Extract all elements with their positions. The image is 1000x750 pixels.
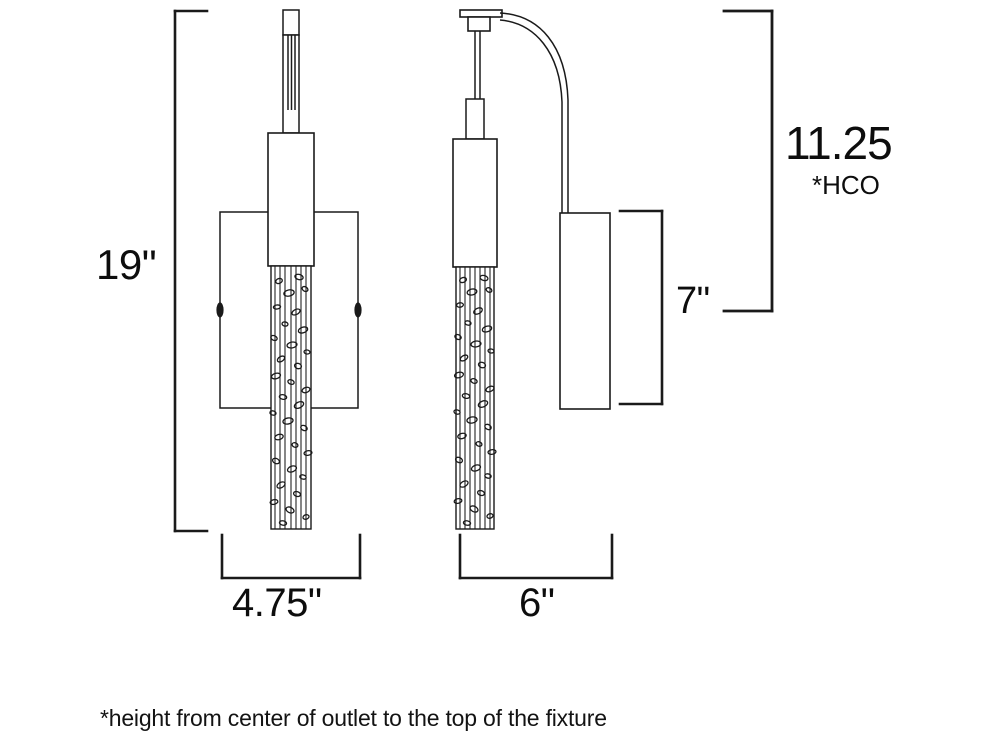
side-glass-bubbles [453, 274, 497, 526]
dimension-label-extension: 7" [676, 280, 710, 322]
side-mounting-plate [459, 9, 503, 32]
side-upper-stem [465, 98, 485, 140]
dimension-label-hco-note: *HCO [812, 170, 880, 200]
side-suspension-cable [474, 31, 481, 99]
footnote-text: *height from center of outlet to the top… [100, 705, 607, 731]
front-stem-rod [282, 9, 300, 134]
side-elevation-view [452, 9, 611, 530]
dimension-line-extension [618, 209, 664, 406]
dimension-label-side-depth: 6" [519, 581, 555, 625]
front-backplate-mount-knobs [216, 302, 362, 318]
dimension-line-hco [722, 9, 774, 313]
dimension-label-height-from-outlet: 11.25 [785, 117, 893, 169]
dimension-label-overall-height: 19" [96, 241, 157, 288]
dimension-line-side-depth [458, 533, 614, 580]
front-glass-bubbles [269, 273, 313, 526]
side-backplate [559, 212, 611, 410]
front-elevation-view [216, 9, 362, 530]
dimension-line-overall-height [173, 9, 209, 533]
side-body-housing [452, 138, 498, 268]
side-glass-rod-assembly [455, 266, 495, 530]
dimension-label-front-width: 4.75" [232, 581, 322, 625]
dimension-line-front-width [220, 533, 362, 580]
front-body-housing [267, 132, 315, 267]
side-curved-power-arm [499, 12, 569, 360]
front-glass-rod-assembly [270, 265, 312, 530]
